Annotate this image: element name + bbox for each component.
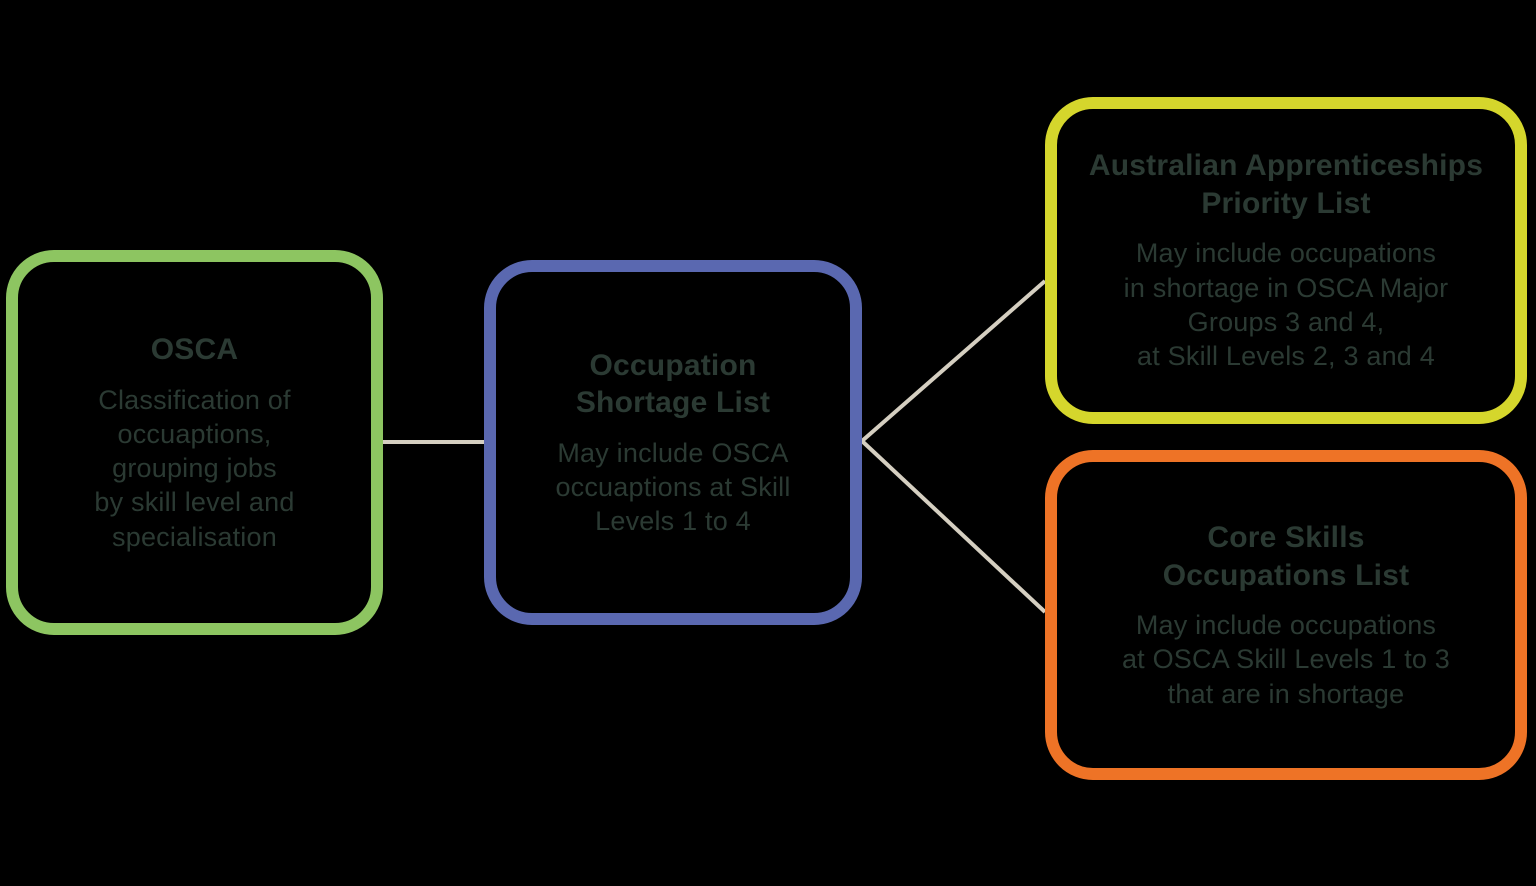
- occupation-shortage-list-box-description: May include OSCA occuaptions at Skill Le…: [555, 437, 791, 537]
- core-skills-occupations-list-box-title: Core Skills Occupations List: [1162, 521, 1410, 592]
- australian-apprenticeships-priority-list-box-description: May include occupations in shortage in O…: [1123, 238, 1449, 372]
- connector-shortage-list-to-apprenticeships: [860, 279, 1047, 443]
- core-skills-occupations-list-box-description: May include occupations at OSCA Skill Le…: [1121, 610, 1451, 709]
- occupation-shortage-list-box: Occupation Shortage List May include OSC…: [484, 260, 862, 625]
- osca-box-title: OSCA: [150, 333, 239, 367]
- australian-apprenticeships-priority-list-box: Australian Apprenticeships Priority List…: [1045, 97, 1527, 424]
- core-skills-occupations-list-box: Core Skills Occupations List May include…: [1045, 450, 1527, 780]
- occupation-shortage-list-box-title: Occupation Shortage List: [575, 348, 771, 420]
- australian-apprenticeships-priority-list-box-title: Australian Apprenticeships Priority List: [1088, 149, 1484, 220]
- osca-box: OSCA Classification of occuaptions, grou…: [6, 250, 383, 635]
- connector-shortage-list-to-core-skills: [860, 439, 1047, 614]
- osca-box-description: Classification of occuaptions, grouping …: [94, 384, 295, 552]
